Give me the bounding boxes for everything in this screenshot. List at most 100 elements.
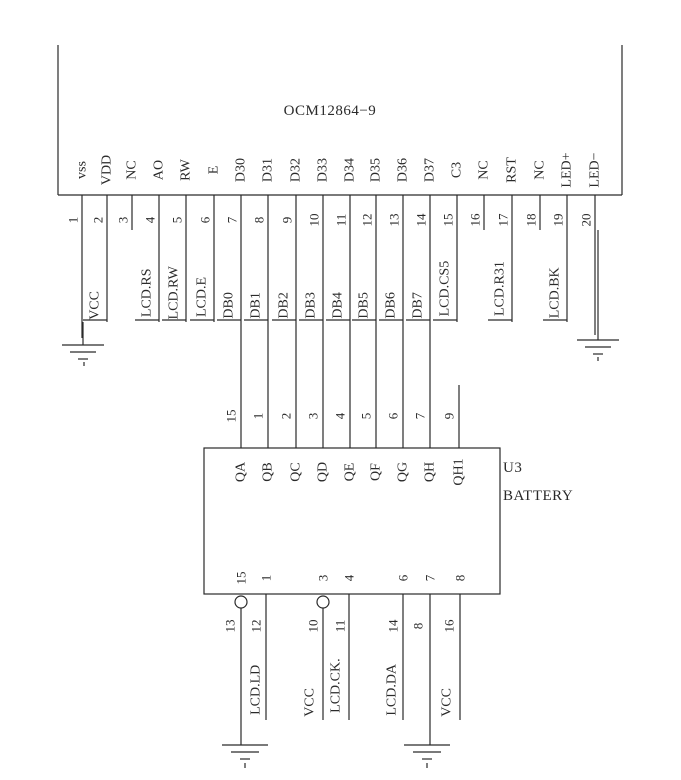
lcd-net-label: DB5 xyxy=(357,292,372,318)
u3-top-pin-number: 15 xyxy=(224,410,239,423)
inverter-bubble xyxy=(316,595,330,609)
lcd-net-label: LCD.R31 xyxy=(493,261,508,316)
u3-bottom-pin-number: 15 xyxy=(234,572,249,585)
lcd-net-label: DB1 xyxy=(249,292,264,318)
lcd-pin-name: LED+ xyxy=(560,152,575,187)
u3-bottom-pin-number: 6 xyxy=(396,574,411,581)
lcd-pin-name: AO xyxy=(152,160,167,180)
u3-value: BATTERY xyxy=(503,488,573,504)
u3-bottom-pin-number: 3 xyxy=(316,575,331,582)
lcd-net-label: DB0 xyxy=(222,292,237,318)
u3-ground-right xyxy=(404,744,450,768)
lcd-pin-name: D32 xyxy=(289,158,304,182)
lcd-pin-number: 4 xyxy=(143,216,158,223)
u3-top-pin-name: QA xyxy=(234,461,249,482)
lcd-pin-number: 8 xyxy=(252,217,267,224)
u3-ground-left xyxy=(222,744,268,768)
lcd-part-label: OCM12864−9 xyxy=(284,103,377,119)
u3-bottom-pin-number-outer: 16 xyxy=(442,619,457,633)
u3-bottom-pin-number-outer: 10 xyxy=(306,620,321,633)
lcd-net-label: LCD.RS xyxy=(140,268,155,317)
lcd-pin-number: 16 xyxy=(468,213,483,227)
u3-top-pin-number: 6 xyxy=(386,412,401,419)
lcd-ground-right xyxy=(577,339,619,361)
u3-bottom-pin-number-outer: 13 xyxy=(223,620,238,633)
u3-top-pin-name: QG xyxy=(396,462,411,482)
u3-bottom-pin-number-outer: 11 xyxy=(333,620,348,633)
lcd-pin-number: 6 xyxy=(198,216,213,223)
lcd-pin-number: 12 xyxy=(360,214,375,227)
lcd-net-label: DB7 xyxy=(411,292,426,318)
u3-top-pin-name: QF xyxy=(369,463,384,481)
u3-top-pin-name: QE xyxy=(343,463,358,482)
u3-top-pin-number: 5 xyxy=(359,413,374,420)
u3-top-pin-name: QB xyxy=(261,462,276,481)
lcd-pin-number: 20 xyxy=(579,214,594,227)
lcd-pin-number: 2 xyxy=(91,217,106,224)
u3-top-pin-number: 2 xyxy=(279,413,294,420)
lcd-pin-number: 17 xyxy=(496,213,511,227)
lcd-pin-number: 18 xyxy=(524,214,539,227)
inverter-bubble xyxy=(234,595,248,609)
lcd-pin-name: VDD xyxy=(100,155,115,185)
lcd-pin-name: D33 xyxy=(316,158,331,182)
u3-net-label: LCD.CK. xyxy=(329,658,344,712)
lcd-net-label: DB4 xyxy=(331,292,346,318)
lcd-pin-number: 3 xyxy=(116,217,131,224)
u3-net-label: VCC xyxy=(303,688,318,717)
lcd-net-label: LCD.E xyxy=(195,277,210,317)
u3-top-pin-number: 3 xyxy=(306,413,321,420)
u3-top-pin-name: QH xyxy=(423,462,438,482)
u3-bottom-pin-number-outer: 14 xyxy=(386,619,401,633)
u3-top-pin-number: 9 xyxy=(442,413,457,420)
lcd-pin-name: RST xyxy=(505,157,520,183)
lcd-pin-name: D36 xyxy=(396,158,411,182)
u3-top-pin-number: 7 xyxy=(413,412,428,419)
lcd-pin-number: 9 xyxy=(280,217,295,224)
lcd-pin-number: 13 xyxy=(387,214,402,227)
lcd-ground-left xyxy=(62,344,104,366)
lcd-pin-name: D34 xyxy=(343,158,358,182)
u3-bottom-pin-number: 7 xyxy=(423,574,438,581)
lcd-pin-number: 10 xyxy=(307,214,322,227)
lcd-pin-name: NC xyxy=(125,160,140,179)
lcd-net-label: DB3 xyxy=(304,292,319,318)
u3-net-label: VCC xyxy=(440,688,455,717)
u3-top-pin-number: 4 xyxy=(333,412,348,419)
lcd-net-label: LCD.CS5 xyxy=(438,261,453,317)
lcd-pin-name: NC xyxy=(533,160,548,179)
u3-chip: U3 BATTERY xyxy=(203,447,573,595)
lcd-module: OCM12864−9 xyxy=(57,45,623,196)
lcd-pin-number: 19 xyxy=(551,214,566,227)
lcd-pin-name: D31 xyxy=(261,158,276,182)
u3-top-pin-name: QD xyxy=(316,462,331,482)
u3-bottom-pin-number-outer: 8 xyxy=(411,623,426,630)
lcd-net-label: VCC xyxy=(88,291,103,320)
lcd-net-label: LCD.RW xyxy=(167,265,182,319)
lcd-pin-number: 15 xyxy=(441,214,456,227)
lcd-net-label: LCD.BK xyxy=(548,267,563,318)
lcd-pin-name: D30 xyxy=(234,158,249,182)
u3-top-pin-name: QC xyxy=(289,462,304,481)
lcd-net-label: DB6 xyxy=(384,292,399,318)
lcd-pin-number: 7 xyxy=(225,216,240,223)
u3-net-label: LCD.LD xyxy=(249,665,264,715)
lcd-pin-name: LED− xyxy=(588,152,603,187)
lcd-pin-name: D37 xyxy=(423,158,438,182)
lcd-pin-name: D35 xyxy=(369,158,384,182)
lcd-pin-name: vss xyxy=(75,161,90,179)
lcd-pin-number: 11 xyxy=(334,214,349,227)
u3-bottom-pin-number-outer: 12 xyxy=(249,620,264,633)
u3-ref: U3 xyxy=(503,460,522,476)
u3-bottom-pin-number: 8 xyxy=(453,575,468,582)
u3-net-label: LCD.DA xyxy=(385,663,400,716)
u3-bottom-pin-number: 1 xyxy=(259,575,274,582)
u3-bottom-pin-number: 4 xyxy=(342,574,357,581)
lcd-pin-name: C3 xyxy=(450,162,465,178)
lcd-pin-name: NC xyxy=(477,160,492,179)
lcd-net-label: DB2 xyxy=(277,292,292,318)
lcd-pin-name: E xyxy=(207,166,222,175)
